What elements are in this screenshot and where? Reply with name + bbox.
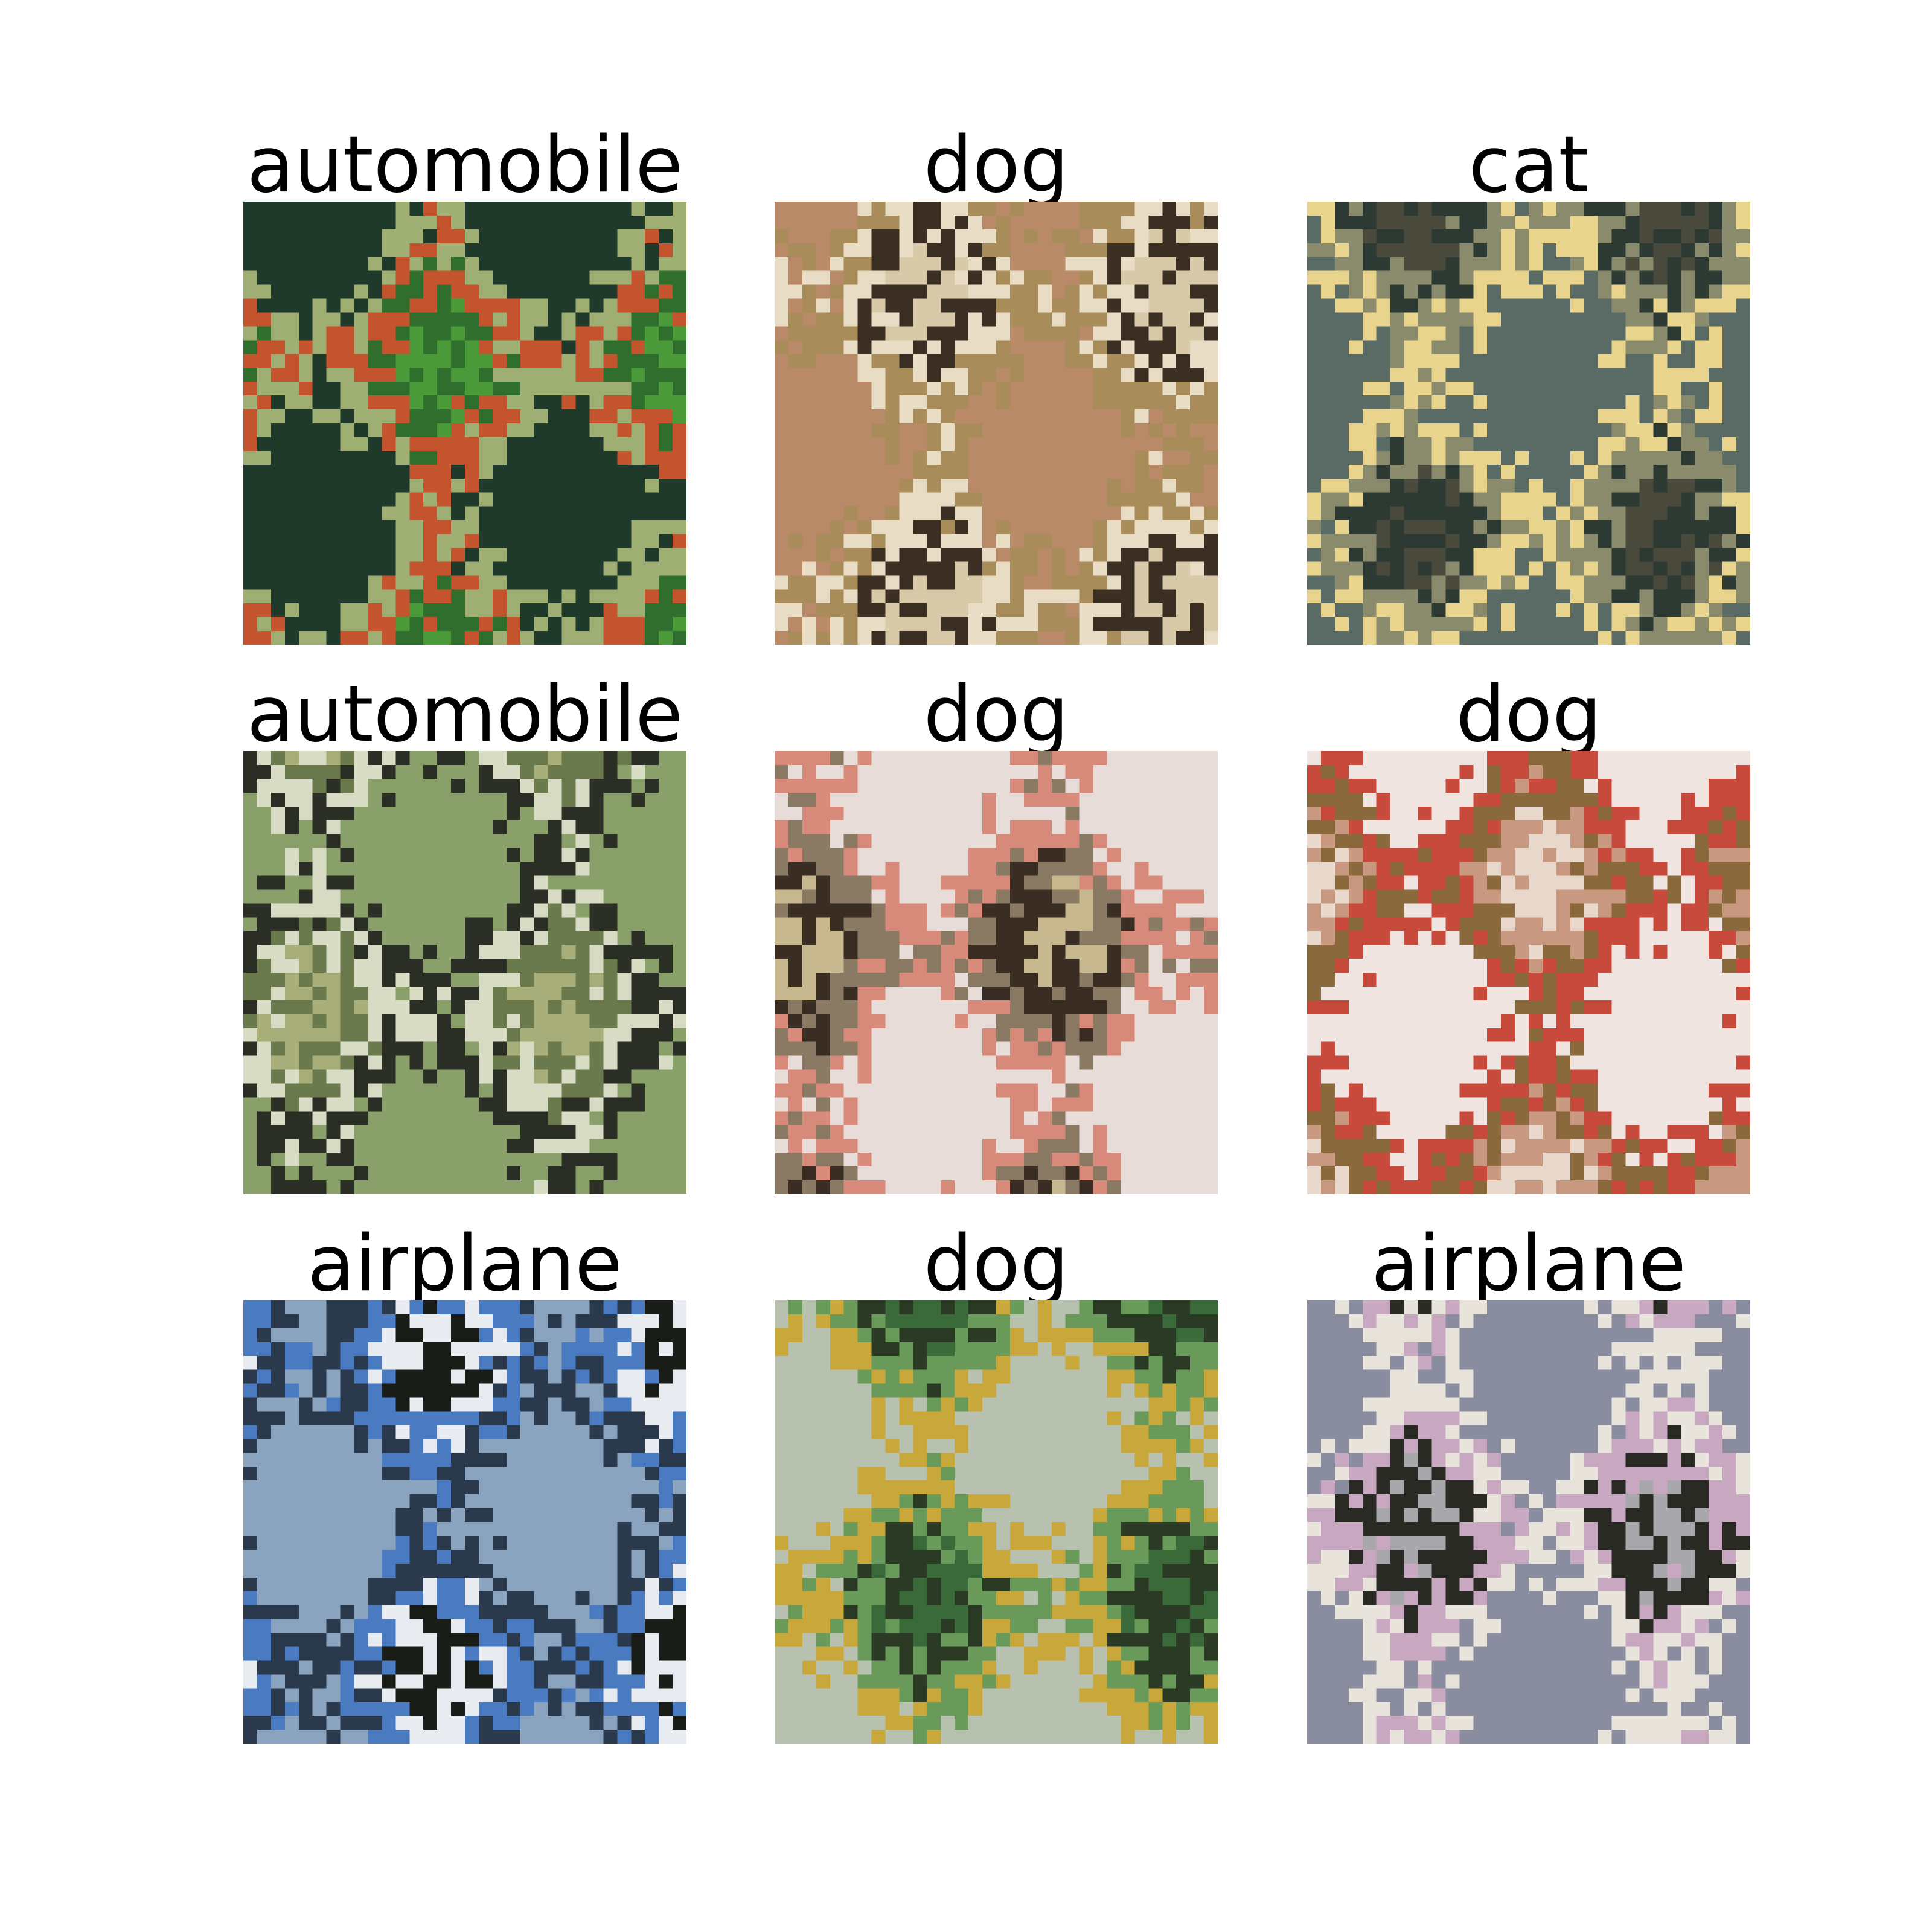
pixel-mosaic <box>243 1300 686 1744</box>
image-label: dog <box>923 670 1069 760</box>
pixel-mosaic <box>243 751 686 1194</box>
pixel-mosaic <box>243 202 686 645</box>
pixel-mosaic <box>1307 202 1750 645</box>
pixel-mosaic <box>775 1300 1218 1744</box>
sample-image <box>1307 202 1750 645</box>
sample-image <box>243 202 686 645</box>
image-label: automobile <box>246 120 683 210</box>
image-label: automobile <box>246 670 683 760</box>
sample-image <box>1307 1300 1750 1744</box>
sample-image <box>775 202 1218 645</box>
image-label: airplane <box>307 1219 622 1309</box>
image-label: dog <box>923 120 1069 210</box>
image-label: dog <box>923 1219 1069 1309</box>
image-label: airplane <box>1371 1219 1686 1309</box>
sample-image <box>775 751 1218 1194</box>
image-label: cat <box>1468 120 1589 210</box>
pixel-mosaic <box>775 751 1218 1194</box>
image-label: dog <box>1456 670 1602 760</box>
pixel-mosaic <box>1307 1300 1750 1744</box>
sample-image <box>243 751 686 1194</box>
sample-image <box>243 1300 686 1744</box>
sample-image <box>1307 751 1750 1194</box>
sample-image <box>775 1300 1218 1744</box>
pixel-mosaic <box>1307 751 1750 1194</box>
pixel-mosaic <box>775 202 1218 645</box>
